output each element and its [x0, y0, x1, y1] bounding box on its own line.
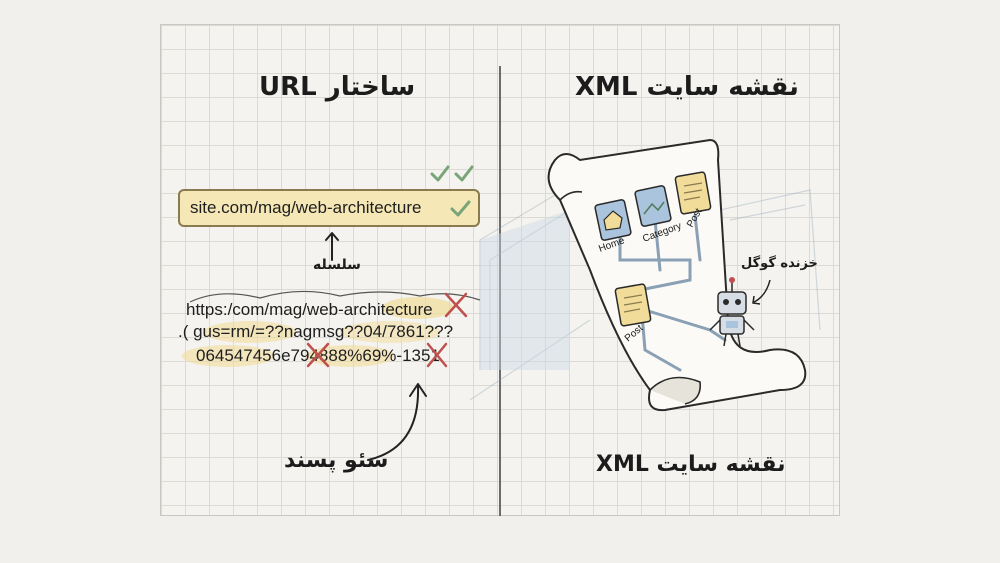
- cross-icon: [426, 342, 448, 368]
- post-node-bottom: [614, 283, 652, 327]
- bot-pointer-arrow: [753, 279, 771, 303]
- googlebot-robot-icon: [709, 277, 755, 347]
- cross-icon: [306, 342, 330, 368]
- category-node: [634, 185, 672, 227]
- clean-url-box: site.com/mag/web-architecture: [178, 189, 480, 227]
- hierarchy-label: سلسله: [313, 257, 361, 273]
- cross-icon: [444, 292, 468, 318]
- messy-url-line-1: https:/com/mag/web-architecture: [186, 300, 433, 319]
- sitemap-tree-lines: [618, 213, 727, 372]
- bottom-right-heading: نقشه سایت XML: [596, 452, 786, 477]
- googlebot-label: خزنده گوگل: [741, 256, 818, 271]
- building-shadow: [480, 210, 570, 370]
- right-heading: نقشه سایت XML: [575, 72, 799, 102]
- home-node: [594, 199, 632, 241]
- messy-url-scribble: [182, 290, 481, 367]
- double-check-icon: [430, 165, 474, 182]
- left-heading: ساختار URL: [259, 72, 416, 102]
- seo-friendly-label: سئو پسند: [284, 448, 389, 473]
- center-divider: [499, 66, 501, 516]
- up-arrow-icon: [325, 232, 339, 261]
- curved-arrow-icon: [367, 383, 427, 461]
- clean-url-text: site.com/mag/web-architecture: [190, 198, 422, 217]
- sitemap-scroll-illustration: Home Category Post Post: [470, 138, 821, 412]
- check-icon: [450, 200, 471, 217]
- post-node-top: [674, 171, 712, 215]
- scroll-curl: [649, 376, 702, 405]
- cross-marks: [306, 292, 468, 368]
- messy-url-line-2: .( gus=rm/=??nagmsg??04/7861???: [178, 322, 454, 341]
